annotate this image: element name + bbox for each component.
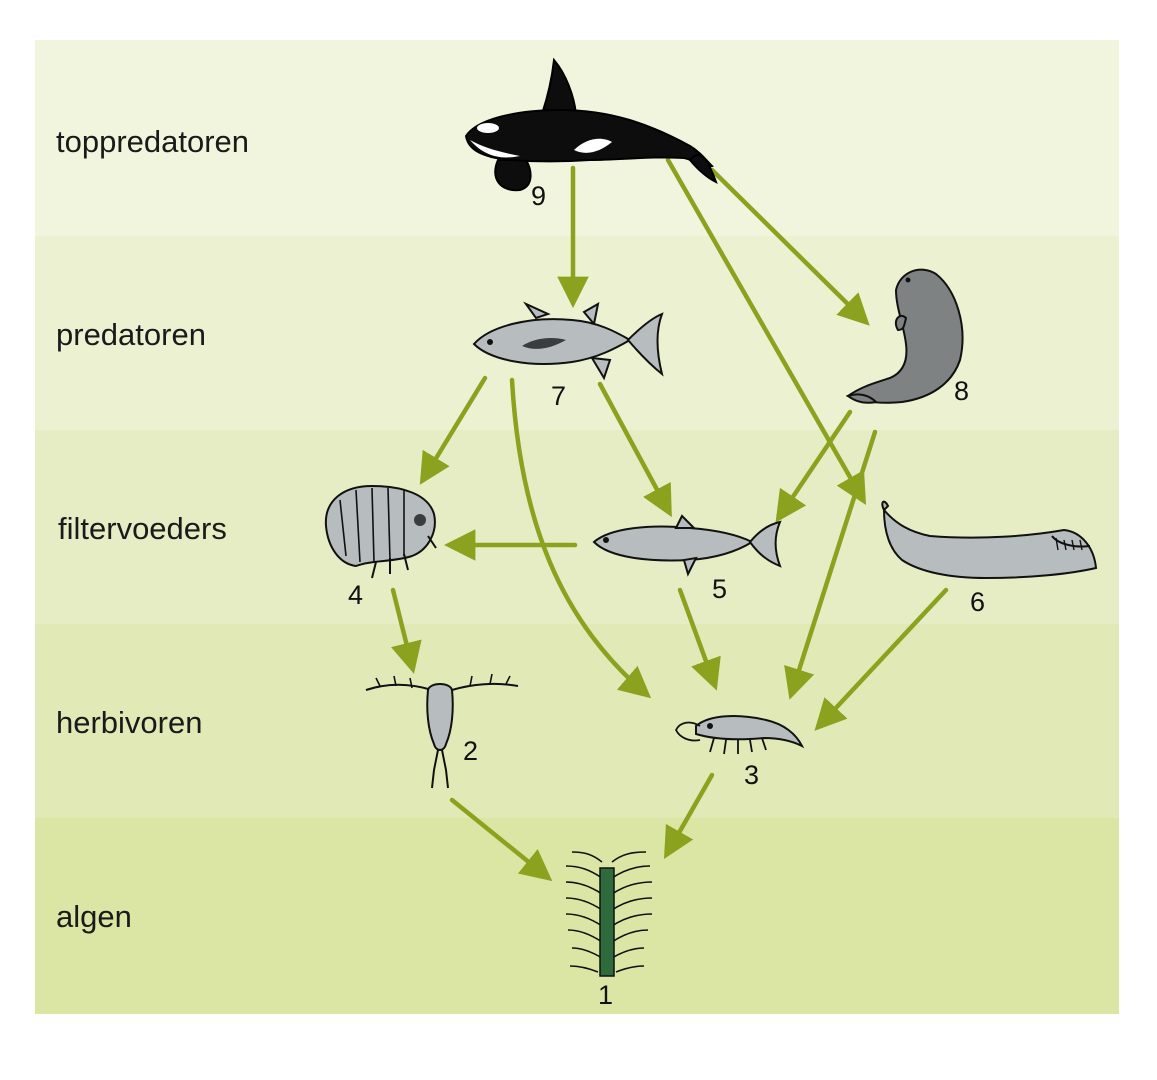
seal-icon [845, 268, 964, 404]
band-filtervoeders [35, 430, 1119, 624]
level-labels: toppredatoren predatoren filtervoeders h… [56, 124, 249, 934]
organism-number-7: 7 [551, 381, 566, 411]
krill-icon [674, 715, 805, 755]
organism-number-3: 3 [744, 760, 759, 790]
organism-number-2: 2 [463, 736, 478, 766]
arrow-6-to-3 [814, 587, 949, 731]
organism-number-5: 5 [712, 574, 727, 604]
arrow-9-to-8 [709, 167, 870, 326]
level-label-herbivoren: herbivoren [56, 705, 202, 740]
arrow-3-to-1 [663, 772, 715, 860]
herring-icon [592, 514, 782, 577]
amphipod-icon [324, 484, 437, 579]
arrow-7-to-5 [597, 381, 672, 518]
arrow-8-to-5 [775, 409, 853, 523]
arrow-4-to-2 [390, 587, 422, 674]
arrow-7-to-4 [419, 375, 488, 485]
feeding-arrows [390, 157, 949, 882]
organism-number-8: 8 [954, 376, 969, 406]
level-label-predatoren: predatoren [56, 317, 206, 352]
orca-icon [464, 57, 718, 192]
level-label-algen: algen [56, 899, 132, 934]
organism-number-6: 6 [970, 587, 985, 617]
copepod-icon [365, 673, 519, 789]
band-algen [35, 818, 1119, 1014]
arrow-8-to-3 [784, 429, 878, 700]
algae-icon [565, 851, 653, 977]
arrow-5-to-3 [677, 587, 721, 691]
arrow-7-to-3 [509, 377, 652, 699]
level-label-toppredatoren: toppredatoren [56, 124, 249, 159]
organism-number-4: 4 [348, 580, 363, 610]
band-herbivoren [35, 624, 1119, 818]
organism-number-1: 1 [598, 980, 613, 1010]
organism-number-9: 9 [531, 181, 546, 211]
tuna-icon [472, 301, 664, 381]
level-label-filtervoeders: filtervoeders [58, 511, 227, 546]
baleen-whale-icon [881, 500, 1098, 580]
arrow-2-to-1 [449, 797, 553, 882]
